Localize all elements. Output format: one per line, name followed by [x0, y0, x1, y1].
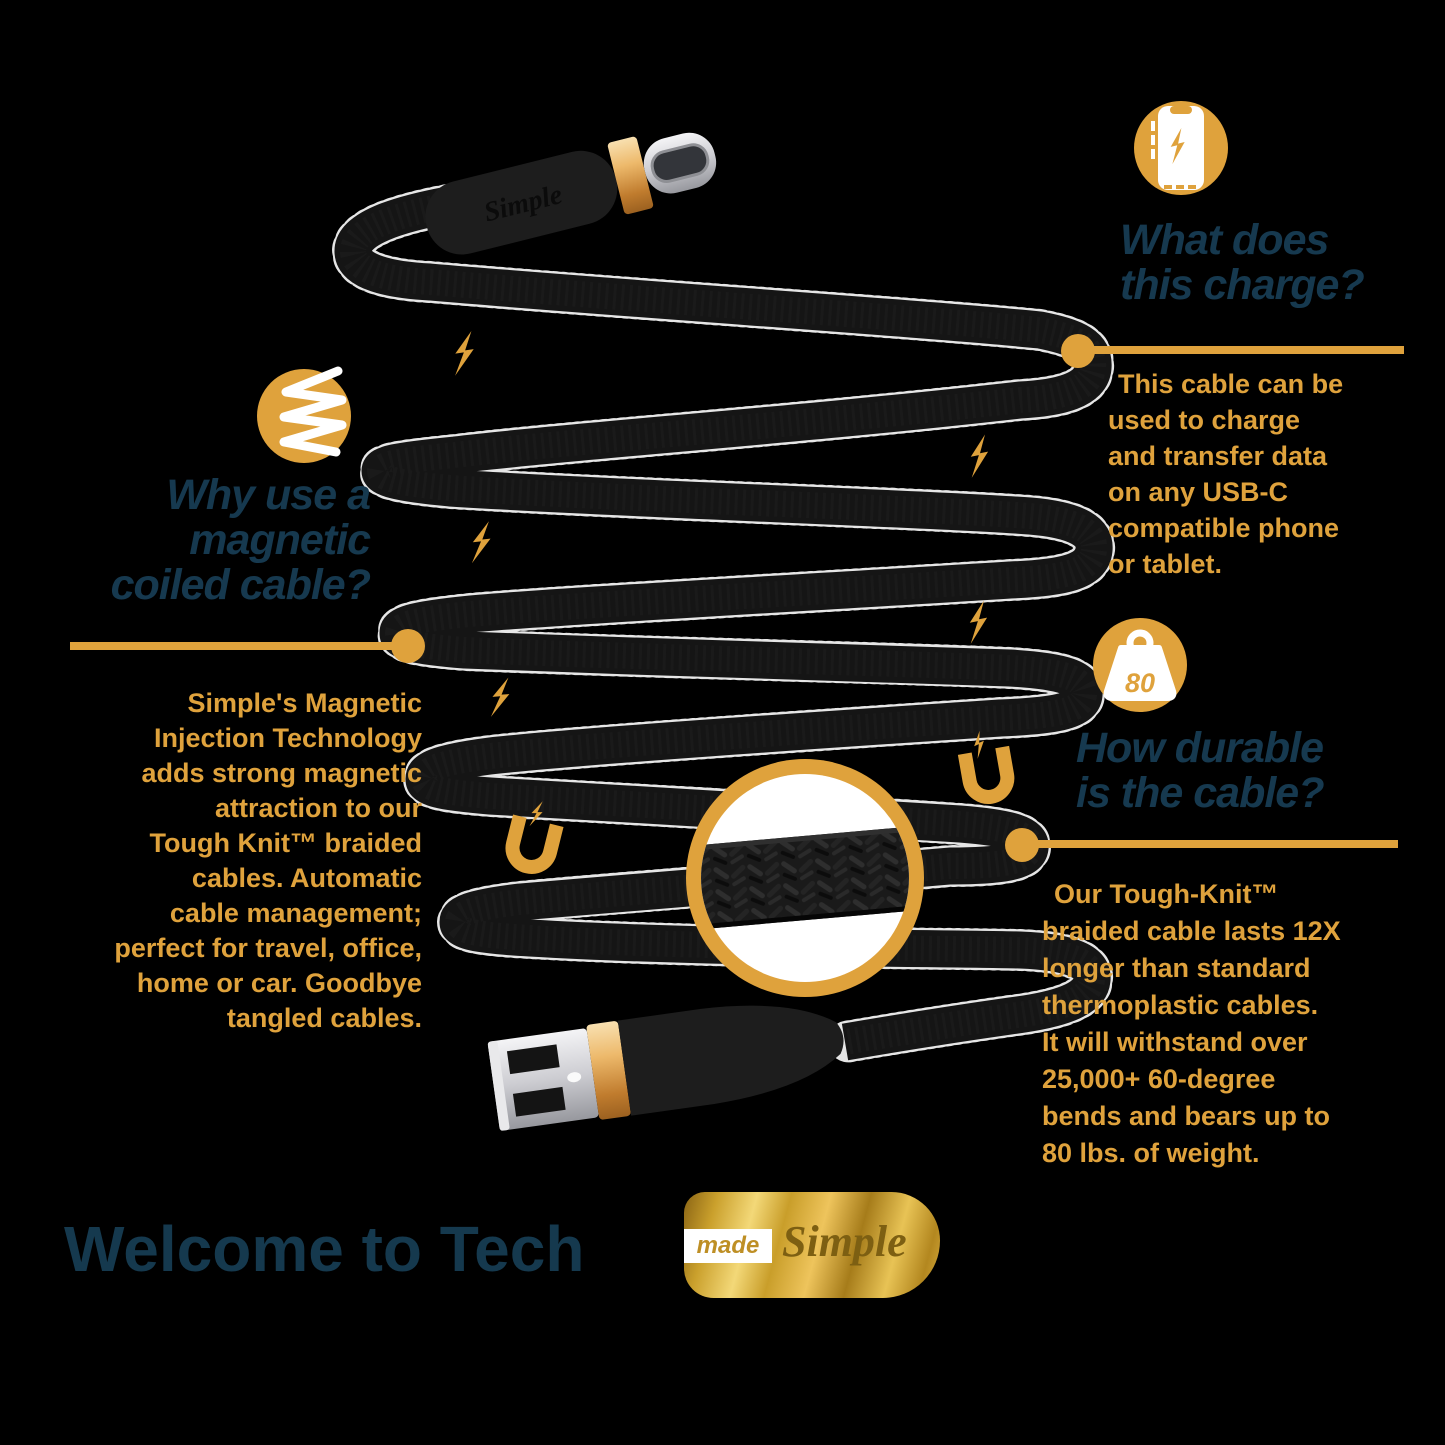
charge-paragraph: This cable can be used to charge and tra…: [1108, 366, 1428, 582]
weight-80-icon: 80: [1093, 618, 1187, 712]
logo-made-text: made: [696, 1232, 760, 1259]
usb-a-connector: [487, 1005, 844, 1131]
callout-dot-durable: [1005, 828, 1039, 862]
footer-welcome-text: Welcome to Tech: [64, 1213, 585, 1285]
callout-dots: [391, 334, 1095, 862]
magnet-icon: [957, 730, 1015, 804]
charge-body-line: compatible phone: [1108, 513, 1340, 543]
charge-body-line: and transfer data: [1108, 441, 1328, 471]
magnetic-paragraph: Simple's Magnetic Injection Technology a…: [50, 686, 422, 1036]
magnetic-heading-line: magnetic: [189, 516, 371, 564]
durable-body-line: thermoplastic cables.: [1042, 990, 1319, 1020]
durable-body-line: 25,000+ 60-degree: [1042, 1064, 1276, 1094]
usb-c-connector: Simple: [425, 132, 717, 255]
magnetic-heading: Why use a magnetic coiled cable?: [30, 471, 371, 609]
callout-dot-charge: [1061, 334, 1095, 368]
magnetic-body-line: perfect for travel, office,: [114, 933, 422, 963]
phone-charging-icon: [1134, 101, 1228, 195]
magnetic-body-line: tangled cables.: [226, 1003, 422, 1033]
durable-body-line: It will withstand over: [1042, 1027, 1308, 1057]
weight-value-label: 80: [1125, 668, 1155, 698]
lightning-bolt-icon: [968, 599, 988, 645]
lightning-bolt-icon: [488, 675, 513, 720]
made-simple-logo: made Simple: [684, 1192, 940, 1298]
charge-heading: What does this charge?: [1120, 216, 1365, 309]
magnetic-body-line: cables. Automatic: [191, 863, 422, 893]
logo-brand-text: Simple: [782, 1217, 907, 1266]
magnet-icon: [505, 799, 564, 874]
coiled-cable: [332, 184, 1116, 1063]
charge-body-line: or tablet.: [1108, 549, 1223, 579]
magnetic-body-line: Injection Technology: [153, 723, 422, 753]
charge-body-line: This cable can be: [1118, 369, 1344, 399]
magnetic-body-line: cable management;: [169, 898, 422, 928]
durable-body-line: braided cable lasts 12X: [1042, 916, 1341, 946]
charge-heading-line: What does: [1120, 216, 1329, 264]
callouts: [70, 346, 1404, 848]
magnifier-circle: [686, 759, 924, 997]
magnetic-body-line: Tough Knit™ braided: [149, 828, 422, 858]
callout-dot-magnetic: [391, 629, 425, 663]
durable-body-line: Our Tough-Knit™: [1054, 879, 1279, 909]
magnetic-body-line: attraction to our: [215, 793, 422, 823]
magnetic-heading-line: coiled cable?: [110, 561, 371, 609]
durable-heading-line: How durable: [1076, 724, 1324, 772]
durable-heading: How durable is the cable?: [1076, 724, 1324, 817]
cable-braid-texture: [340, 192, 1108, 1055]
charge-heading-line: this charge?: [1120, 261, 1365, 309]
lightning-bolt-icon: [969, 433, 989, 479]
cable-path: [334, 186, 1113, 1061]
charge-body-line: used to charge: [1108, 405, 1301, 435]
magnetic-body-line: home or car. Goodbye: [136, 968, 422, 998]
durable-body-line: bends and bears up to: [1042, 1101, 1331, 1131]
lightning-bolt-icon: [452, 329, 476, 378]
durable-paragraph: Our Tough-Knit™ braided cable lasts 12X …: [1042, 876, 1442, 1172]
coil-spring-icon: [257, 366, 351, 463]
durable-body-line: longer than standard: [1042, 953, 1311, 983]
magnetic-body-line: Simple's Magnetic: [187, 688, 422, 718]
magnetic-body-line: adds strong magnetic: [141, 758, 422, 788]
magnified-braid-strip: [701, 824, 909, 932]
durable-heading-line: is the cable?: [1076, 769, 1324, 817]
charge-body-line: on any USB-C: [1108, 477, 1289, 507]
magnetic-heading-line: Why use a: [166, 471, 371, 519]
durable-body-line: 80 lbs. of weight.: [1042, 1138, 1260, 1168]
logo-made-notch: made: [684, 1229, 772, 1263]
lightning-bolt-icon: [469, 519, 493, 566]
